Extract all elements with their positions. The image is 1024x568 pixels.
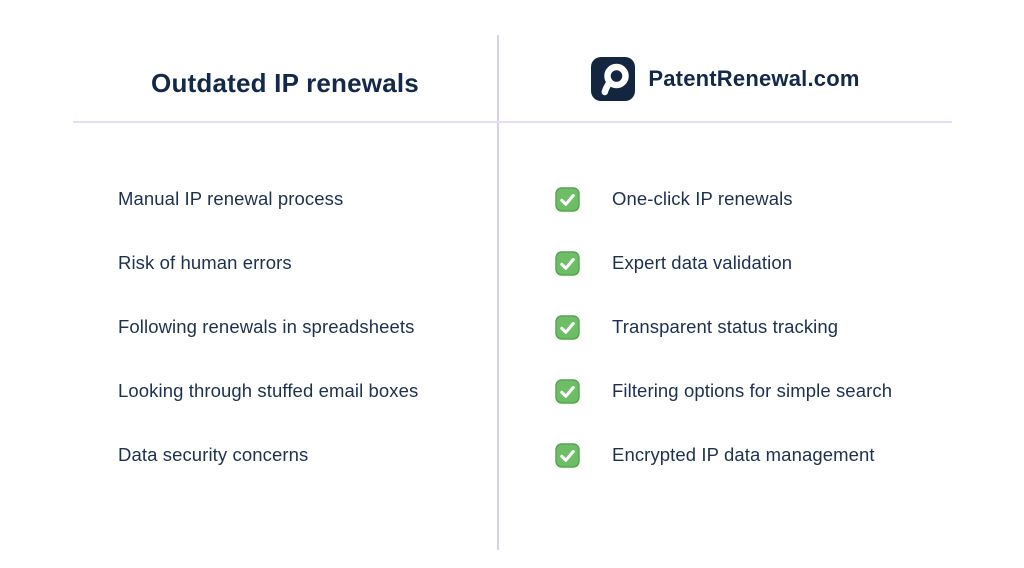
list-item-label: Looking through stuffed email boxes — [118, 380, 419, 401]
horizontal-divider — [73, 121, 952, 123]
list-item-label: Filtering options for simple search — [612, 380, 893, 401]
list-item-label: Risk of human errors — [118, 252, 292, 273]
list-item-label: Transparent status tracking — [612, 316, 839, 337]
vertical-divider — [497, 35, 499, 550]
list-item: Filtering options for simple search — [555, 359, 892, 423]
list-item-label: Manual IP renewal process — [118, 188, 344, 209]
list-item: Following renewals in spreadsheets — [118, 295, 418, 359]
brand-name: PatentRenewal.com — [648, 66, 860, 91]
check-icon — [555, 314, 580, 340]
list-item: One-click IP renewals — [555, 167, 892, 231]
pain-points-list: Manual IP renewal process Risk of human … — [118, 167, 418, 487]
check-icon — [555, 250, 580, 276]
list-item: Transparent status tracking — [555, 295, 892, 359]
list-item-label: Data security concerns — [118, 444, 309, 465]
list-item-label: Expert data validation — [612, 252, 793, 273]
list-item: Looking through stuffed email boxes — [118, 359, 418, 423]
check-icon — [555, 378, 580, 404]
list-item: Risk of human errors — [118, 231, 418, 295]
list-item-label: One-click IP renewals — [612, 188, 793, 209]
brand: PatentRenewal.com — [499, 56, 952, 102]
left-column-title: Outdated IP renewals — [151, 68, 419, 98]
list-item-label: Following renewals in spreadsheets — [118, 316, 415, 337]
check-icon — [555, 442, 580, 468]
list-item: Manual IP renewal process — [118, 167, 418, 231]
list-item: Encrypted IP data management — [555, 423, 892, 487]
list-item-label: Encrypted IP data management — [612, 444, 875, 465]
list-item: Data security concerns — [118, 423, 418, 487]
magnifier-p-logo-icon — [591, 57, 636, 101]
list-item: Expert data validation — [555, 231, 892, 295]
check-icon — [555, 186, 580, 212]
benefits-list: One-click IP renewals Expert data valida… — [555, 167, 892, 487]
